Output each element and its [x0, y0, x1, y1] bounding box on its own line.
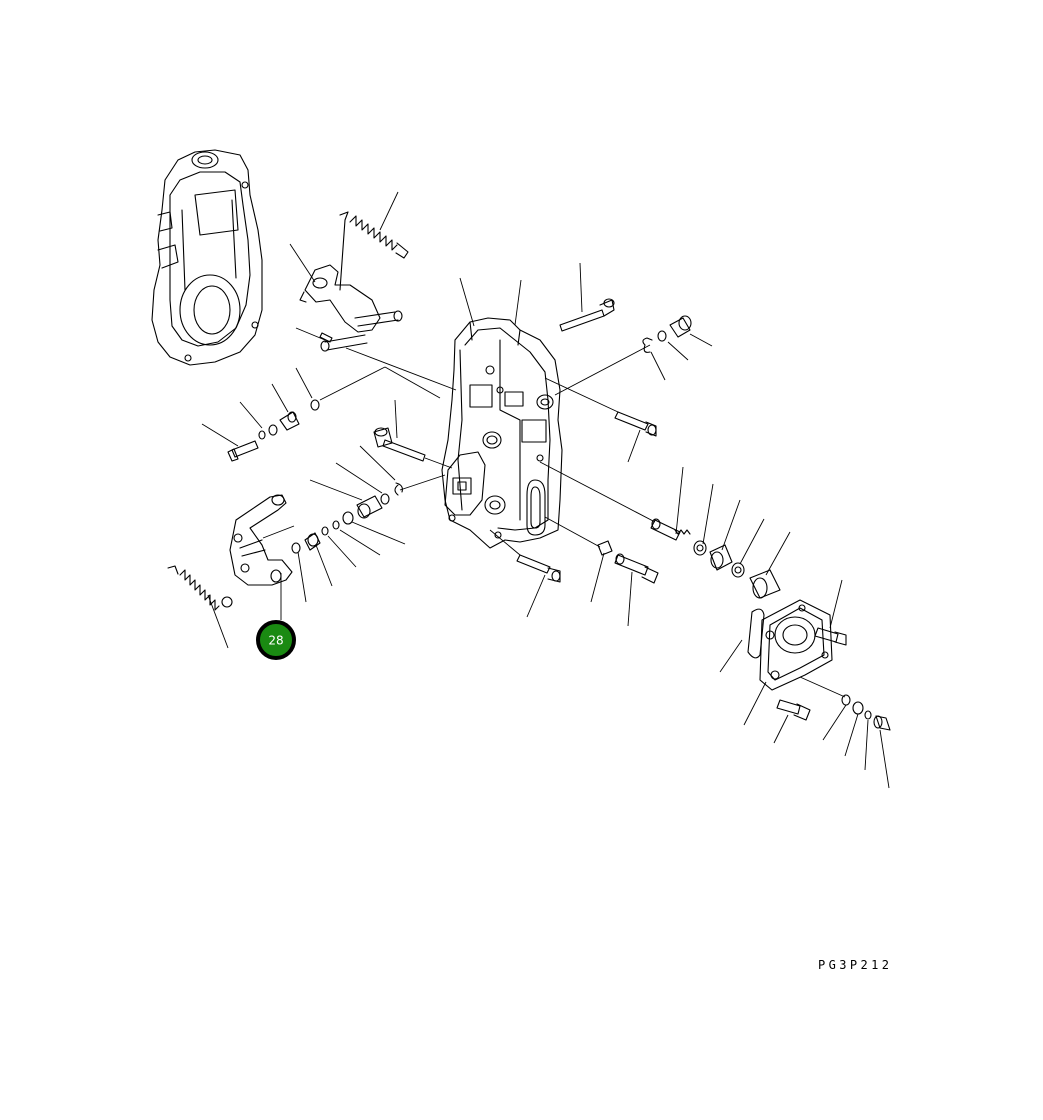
bolt-top-long	[559, 298, 615, 332]
governor-lever	[299, 264, 403, 352]
bolt-middle	[373, 427, 426, 462]
callout-28-circle	[256, 620, 296, 660]
bolt-washer-set-left	[227, 399, 320, 462]
washer-row	[291, 511, 354, 554]
plug-and-oring	[642, 315, 692, 353]
sleeve-oring-clip	[356, 482, 403, 519]
bolt-right	[614, 411, 657, 437]
callout-28-label: 28	[268, 634, 283, 648]
lever-bracket	[229, 494, 293, 586]
washer-cap-right	[693, 540, 781, 599]
governor-housing	[441, 317, 563, 549]
cover-plate-right	[747, 599, 833, 691]
washer-nut-set-right	[841, 694, 891, 731]
bolt-cover-top	[814, 627, 847, 646]
stud-shaft	[614, 553, 659, 584]
bolt-lower-middle	[516, 554, 561, 583]
spring-lower-left	[167, 565, 233, 611]
adjusting-screw	[650, 518, 691, 541]
callout-28[interactable]: 28	[256, 620, 296, 660]
bolt-cover-bottom	[776, 699, 811, 721]
nut-small	[597, 540, 613, 556]
gear-housing-cover	[151, 149, 263, 366]
drawing-code: PG3P212	[818, 958, 893, 972]
spring-top	[339, 211, 409, 291]
